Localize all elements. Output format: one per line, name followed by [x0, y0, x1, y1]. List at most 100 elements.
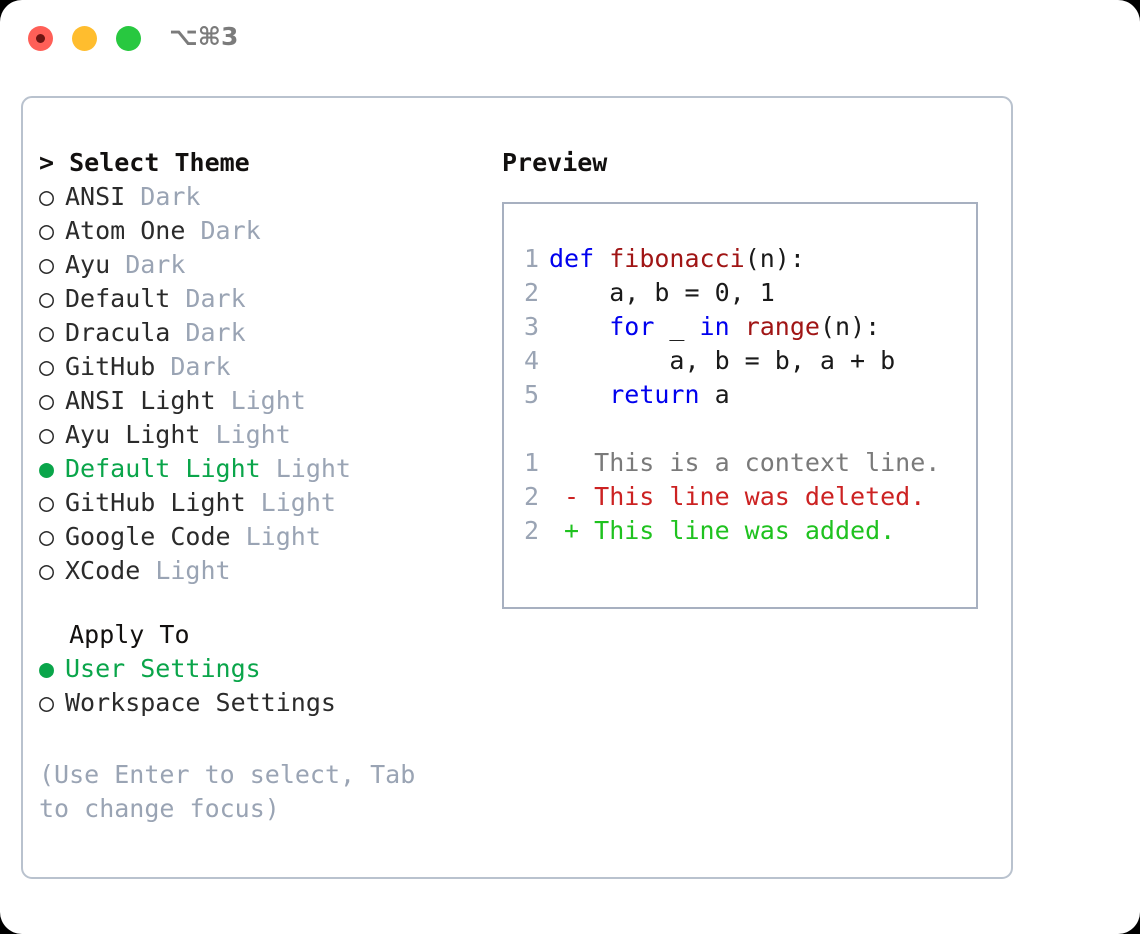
radio-unselected-icon: ○	[39, 318, 55, 347]
option-variant-badge: Light	[260, 454, 351, 483]
radio-unselected-icon: ○	[39, 488, 55, 517]
code-token: a, b = 0, 1	[549, 278, 775, 307]
close-window-button[interactable]	[28, 26, 53, 51]
radio-selected-icon: ●	[39, 654, 55, 683]
line-number: 3	[523, 312, 539, 341]
line-number: 2	[523, 516, 539, 545]
option-label: Default	[65, 284, 171, 313]
option-label: Google Code	[65, 522, 231, 551]
keyboard-hint-text: (Use Enter to select, Tab to change focu…	[39, 760, 416, 823]
code-line: 4 a, b = b, a + b	[513, 344, 972, 378]
theme-option-github[interactable]: ○ GitHub Dark	[39, 350, 489, 384]
line-number: 1	[523, 244, 539, 273]
code-token: range	[744, 312, 820, 341]
line-number: 2	[523, 278, 539, 307]
code-token: a, b = b, a + b	[549, 346, 896, 375]
option-label: XCode	[65, 556, 141, 585]
code-line: 5 return a	[513, 378, 972, 412]
radio-selected-icon: ●	[39, 454, 55, 483]
code-line: 2 - This line was deleted.	[513, 480, 972, 514]
option-variant-badge: Light	[215, 386, 306, 415]
option-variant-badge: Light	[140, 556, 231, 585]
keyboard-shortcut-label: ⌥⌘3	[169, 22, 239, 51]
code-token: for	[609, 312, 655, 341]
option-label: Ayu Light	[65, 420, 201, 449]
theme-option-ansi[interactable]: ○ ANSI Dark	[39, 180, 489, 214]
code-token: return	[609, 380, 700, 409]
option-label: Default Light	[65, 454, 261, 483]
code-line: 2 + This line was added.	[513, 514, 972, 548]
minimize-window-button[interactable]	[72, 26, 97, 51]
code-token	[549, 380, 609, 409]
code-token: in	[699, 312, 730, 341]
option-label: GitHub	[65, 352, 156, 381]
code-token: def	[549, 244, 610, 273]
radio-unselected-icon: ○	[39, 216, 55, 245]
line-number: 2	[523, 482, 539, 511]
radio-unselected-icon: ○	[39, 688, 55, 717]
option-variant-badge: Light	[200, 420, 291, 449]
code-token: (n):	[744, 244, 805, 273]
apply-option-user-settings[interactable]: ● User Settings	[39, 652, 489, 686]
code-token	[549, 312, 609, 341]
option-label: Atom One	[65, 216, 186, 245]
code-line: 1 This is a context line.	[513, 446, 972, 480]
code-token: fibonacci	[609, 244, 745, 273]
option-variant-badge: Light	[230, 522, 321, 551]
theme-option-ayu-light[interactable]: ○ Ayu Light Light	[39, 418, 489, 452]
theme-picker-panel: > Select Theme ○ANSI Dark○Atom One Dark○…	[21, 96, 1013, 879]
line-number: 4	[523, 346, 539, 375]
theme-option-google-code[interactable]: ○ Google Code Light	[39, 520, 489, 554]
zoom-window-button[interactable]	[116, 26, 141, 51]
theme-option-atom-one[interactable]: ○Atom One Dark	[39, 214, 489, 248]
radio-unselected-icon: ○	[39, 284, 55, 313]
code-token: This is a context line.	[549, 448, 941, 477]
code-token	[730, 312, 745, 341]
code-line	[513, 412, 972, 446]
radio-unselected-icon: ○	[39, 420, 55, 449]
line-number: 1	[523, 448, 539, 477]
theme-option-ayu[interactable]: ○ Ayu Dark	[39, 248, 489, 282]
option-label: Dracula	[65, 318, 171, 347]
option-label: Workspace Settings	[65, 688, 336, 717]
preview-title: Preview	[502, 148, 608, 177]
theme-option-default-light[interactable]: ● Default Light Light	[39, 452, 489, 486]
code-token: a	[699, 380, 730, 409]
radio-unselected-icon: ○	[39, 182, 55, 211]
option-label: ANSI	[65, 182, 126, 211]
radio-unselected-icon: ○	[39, 386, 55, 415]
option-variant-badge: Dark	[155, 352, 231, 381]
radio-unselected-icon: ○	[39, 250, 55, 279]
theme-option-list: ○ ANSI Dark ○ Atom One Dark ○ Ayu Dark ○ Defaul…	[39, 180, 489, 588]
radio-unselected-icon: ○	[39, 556, 55, 585]
code-line: 2 a, b = 0, 1	[513, 276, 972, 310]
code-token	[549, 414, 564, 443]
radio-unselected-icon: ○	[39, 352, 55, 381]
option-variant-badge: Dark	[125, 182, 201, 211]
option-label: GitHub Light	[65, 488, 246, 517]
option-variant-badge: Dark	[170, 284, 246, 313]
code-line: 1 def fibonacci(n):	[513, 242, 972, 276]
option-variant-badge: Dark	[170, 318, 246, 347]
theme-option-dracula[interactable]: ○ Dracula Dark	[39, 316, 489, 350]
code-token: (n):	[819, 312, 881, 341]
radio-unselected-icon: ○	[39, 522, 55, 551]
option-variant-badge: Light	[245, 488, 336, 517]
theme-option-default[interactable]: ○ Default Dark	[39, 282, 489, 316]
code-token: _	[654, 312, 700, 341]
option-variant-badge: Dark	[110, 250, 186, 279]
theme-option-xcode[interactable]: ○ XCode Light	[39, 554, 489, 588]
traffic-lights	[28, 26, 141, 51]
theme-option-github-light[interactable]: ○ GitHub Light Light	[39, 486, 489, 520]
title-bar: ⌥⌘3	[0, 0, 1140, 78]
apply-option-workspace-settings[interactable]: ○ Workspace Settings	[39, 686, 489, 720]
apply-to-option-list: ● User Settings ○ Workspace Settings	[39, 652, 489, 720]
option-label: Ayu	[65, 250, 111, 279]
apply-to-header: Apply To	[39, 620, 190, 649]
theme-option-ansi-light[interactable]: ○ANSI Light Light	[39, 384, 489, 418]
option-label: User Settings	[65, 654, 261, 683]
